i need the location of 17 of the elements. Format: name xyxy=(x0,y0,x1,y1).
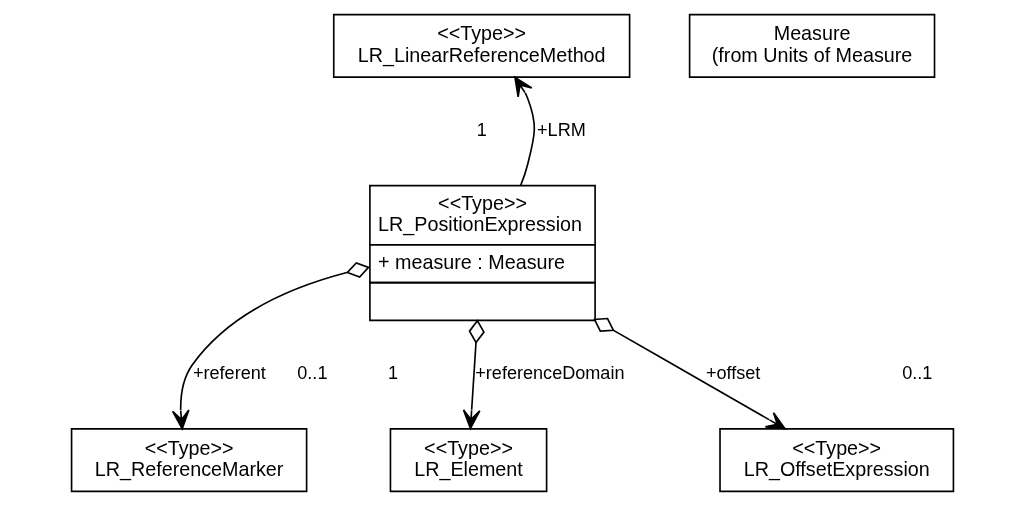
edge-label: +referenceDomain xyxy=(474,363,625,384)
label: 0..1 xyxy=(901,363,932,384)
edge-label: +offset xyxy=(705,363,760,384)
label: 1 xyxy=(476,119,487,140)
label: 1 xyxy=(387,363,398,384)
arrow xyxy=(513,76,535,186)
label: 0..1 xyxy=(296,363,327,384)
arrow xyxy=(462,319,485,430)
node-box: <<Type>> LR_OffsetExpression xyxy=(718,428,954,493)
edge-label: +LRM xyxy=(536,119,586,140)
arrow xyxy=(592,317,786,430)
node-box: <<Type>> LR_ReferenceMarker xyxy=(70,428,307,493)
node-box: <<Type>> LR_LinearReferenceMethod xyxy=(332,13,630,78)
node-box: <<Type>> LR_Element xyxy=(389,428,547,493)
edge-label: +referent xyxy=(192,363,266,384)
arrow xyxy=(171,261,370,430)
node-box: Measure (from Units of Measure xyxy=(688,13,935,78)
